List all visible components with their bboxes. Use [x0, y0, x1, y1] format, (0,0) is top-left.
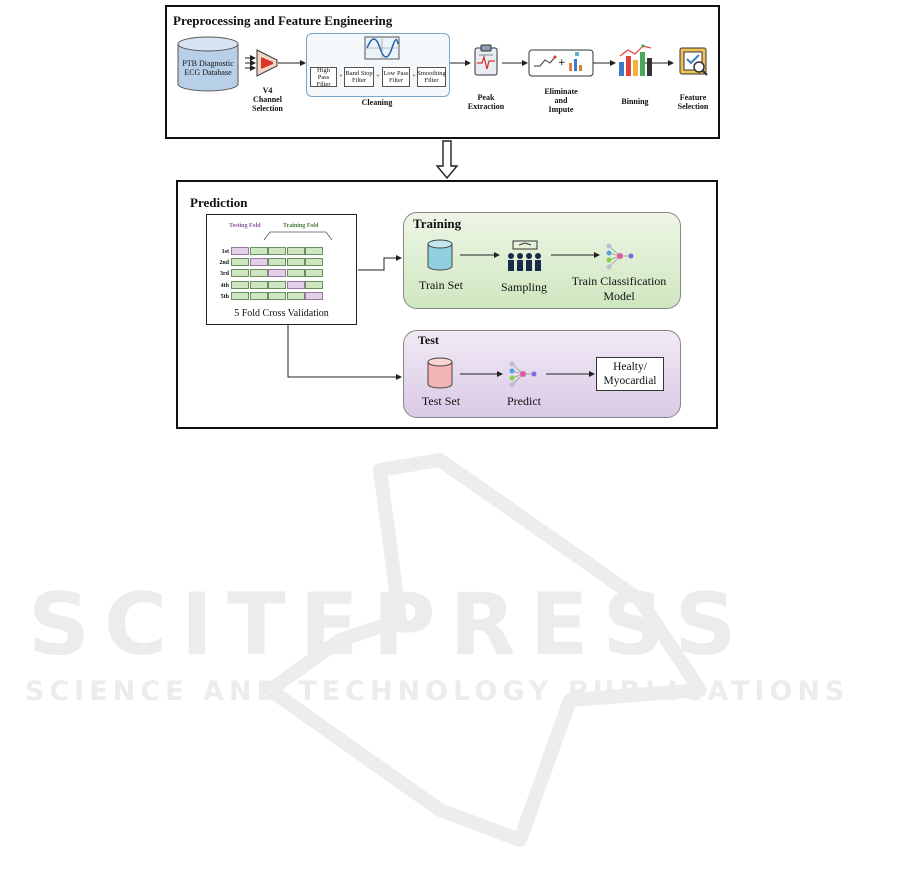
fold-cell	[231, 247, 249, 255]
fold-cell	[286, 247, 305, 255]
eliminate-impute-icon: +	[528, 49, 594, 77]
train-set-label: Train Set	[419, 278, 463, 292]
prediction-arrows	[287, 252, 600, 380]
bar-chart-icon	[619, 44, 652, 76]
fold-cell	[249, 281, 268, 289]
training-title: Training	[413, 216, 462, 231]
clipboard-ecg-icon	[474, 44, 498, 76]
fold-cell	[249, 247, 268, 255]
fold-label-3: 3rd	[220, 271, 229, 277]
fold-cell	[305, 281, 323, 289]
test-set-cylinder-icon	[427, 357, 453, 389]
fold-cell	[268, 292, 286, 300]
fold-label-2: 2nd	[219, 260, 229, 266]
fold-cell	[249, 258, 268, 266]
fold-cell	[268, 269, 286, 277]
output-line-2: Myocardial	[603, 375, 657, 387]
testing-fold-label: Testing Fold	[229, 223, 261, 229]
channel-selection-icon	[256, 49, 278, 77]
fold-cell	[249, 269, 268, 277]
fold-cell	[268, 281, 286, 289]
fold-cell	[231, 292, 249, 300]
binning-label: Binning	[621, 97, 649, 106]
fold-cell	[286, 258, 305, 266]
watermark-text: SCITEPRESS	[28, 575, 751, 675]
output-box: Healty/ Myocardial	[596, 357, 664, 391]
plus-sign-3: +	[412, 73, 416, 80]
fold-cell	[231, 281, 249, 289]
fold-cell	[305, 269, 323, 277]
fold-cell	[268, 258, 286, 266]
feature-selection-icon	[679, 47, 708, 76]
fold-cell	[305, 258, 323, 266]
prediction-title: Prediction	[190, 195, 248, 210]
test-title: Test	[418, 333, 439, 347]
watermark-subtext: SCIENCE AND TECHNOLOGY PUBLICATIONS	[25, 676, 850, 707]
output-line-1: Healty/	[613, 361, 647, 373]
sampling-people-icon	[508, 240, 541, 271]
fold-cell	[249, 292, 268, 300]
fold-cell	[286, 281, 305, 289]
test-set-label: Test Set	[421, 394, 461, 408]
fold-cell	[231, 258, 249, 266]
training-fold-label: Training Fold	[283, 223, 319, 229]
plus-sign-1: +	[339, 73, 343, 80]
training-fold-bracket	[263, 231, 333, 241]
down-arrow-icon	[435, 140, 459, 180]
predict-model-icon	[509, 361, 537, 388]
train-set-cylinder-icon	[427, 239, 453, 271]
sampling-label: Sampling	[500, 280, 547, 294]
fold-label-4: 4th	[220, 283, 229, 289]
fold-label-1: 1st	[221, 249, 229, 255]
watermark-logo	[263, 453, 707, 847]
preprocessing-title: Preprocessing and Feature Engineering	[173, 13, 393, 28]
sine-wave-icon	[364, 36, 400, 60]
plus-sign-2: +	[376, 73, 380, 80]
svg-text:+: +	[558, 58, 566, 68]
fold-cell	[268, 247, 286, 255]
fold-label-5: 5th	[220, 294, 229, 300]
predict-label: Predict	[507, 394, 541, 408]
fold-cell	[231, 269, 249, 277]
cross-validation-caption: 5 Fold Cross Validation	[234, 308, 329, 319]
fold-cell	[305, 292, 323, 300]
database-icon	[177, 36, 239, 92]
train-model-icon	[606, 243, 634, 270]
cleaning-label: Cleaning	[361, 98, 393, 107]
fold-cell	[286, 269, 305, 277]
fold-cell	[286, 292, 305, 300]
fold-cell	[305, 247, 323, 255]
